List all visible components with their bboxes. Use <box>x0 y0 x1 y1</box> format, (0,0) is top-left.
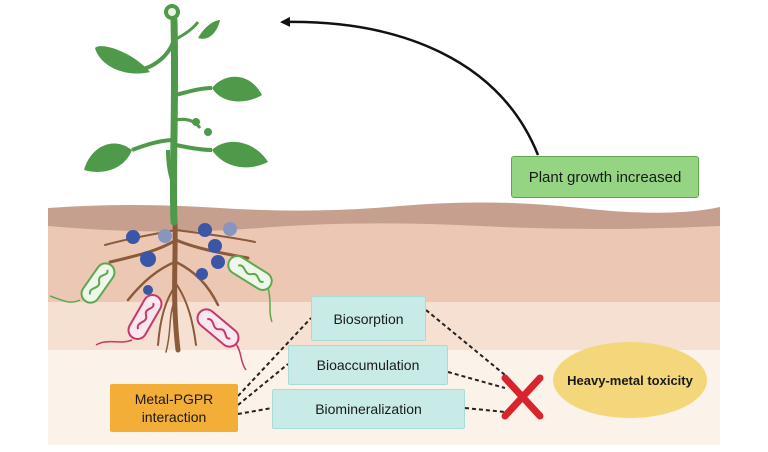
dashed-connectors <box>237 309 506 415</box>
metal-ion <box>196 268 208 280</box>
toxicity-label: Heavy-metal toxicity <box>567 372 693 388</box>
interaction-label-line1: Metal-PGPR <box>134 391 214 407</box>
leaf-mid-right <box>212 76 262 102</box>
soil-top-layer <box>48 202 720 232</box>
leaf-upper-right <box>198 20 220 39</box>
arrow-icon <box>280 16 540 156</box>
green-bacteria-icon <box>49 255 273 323</box>
bioaccumulation-label: Bioaccumulation <box>316 357 420 373</box>
metal-ion <box>126 230 140 244</box>
toxicity-ellipse <box>553 342 707 418</box>
biosorption-box: Biosorption <box>311 296 426 341</box>
metal-ion <box>211 255 225 269</box>
leaf-upper-left <box>95 46 150 74</box>
leaf-lower-left <box>84 143 132 172</box>
biomineralization-label: Biomineralization <box>315 401 422 417</box>
metal-ion-icon <box>126 222 237 295</box>
metal-ion <box>208 239 222 253</box>
bioaccumulation-box: Bioaccumulation <box>288 345 448 385</box>
plant-growth-box: Plant growth increased <box>511 156 699 198</box>
metal-pgpr-interaction-box: Metal-PGPR interaction <box>110 384 238 432</box>
leaf-lower-right <box>212 141 268 168</box>
plant-icon <box>84 4 268 226</box>
metal-ion <box>223 222 237 236</box>
metal-ion <box>140 251 156 267</box>
metal-ion <box>158 229 172 243</box>
biomineralization-box: Biomineralization <box>272 389 465 429</box>
metal-ion <box>198 223 212 237</box>
biosorption-label: Biosorption <box>333 310 404 327</box>
cross-icon <box>501 374 544 420</box>
interaction-label-line2: interaction <box>141 409 207 425</box>
metal-ion <box>143 285 153 295</box>
plant-growth-label: Plant growth increased <box>528 168 682 186</box>
pink-bacteria-icon <box>95 294 247 371</box>
